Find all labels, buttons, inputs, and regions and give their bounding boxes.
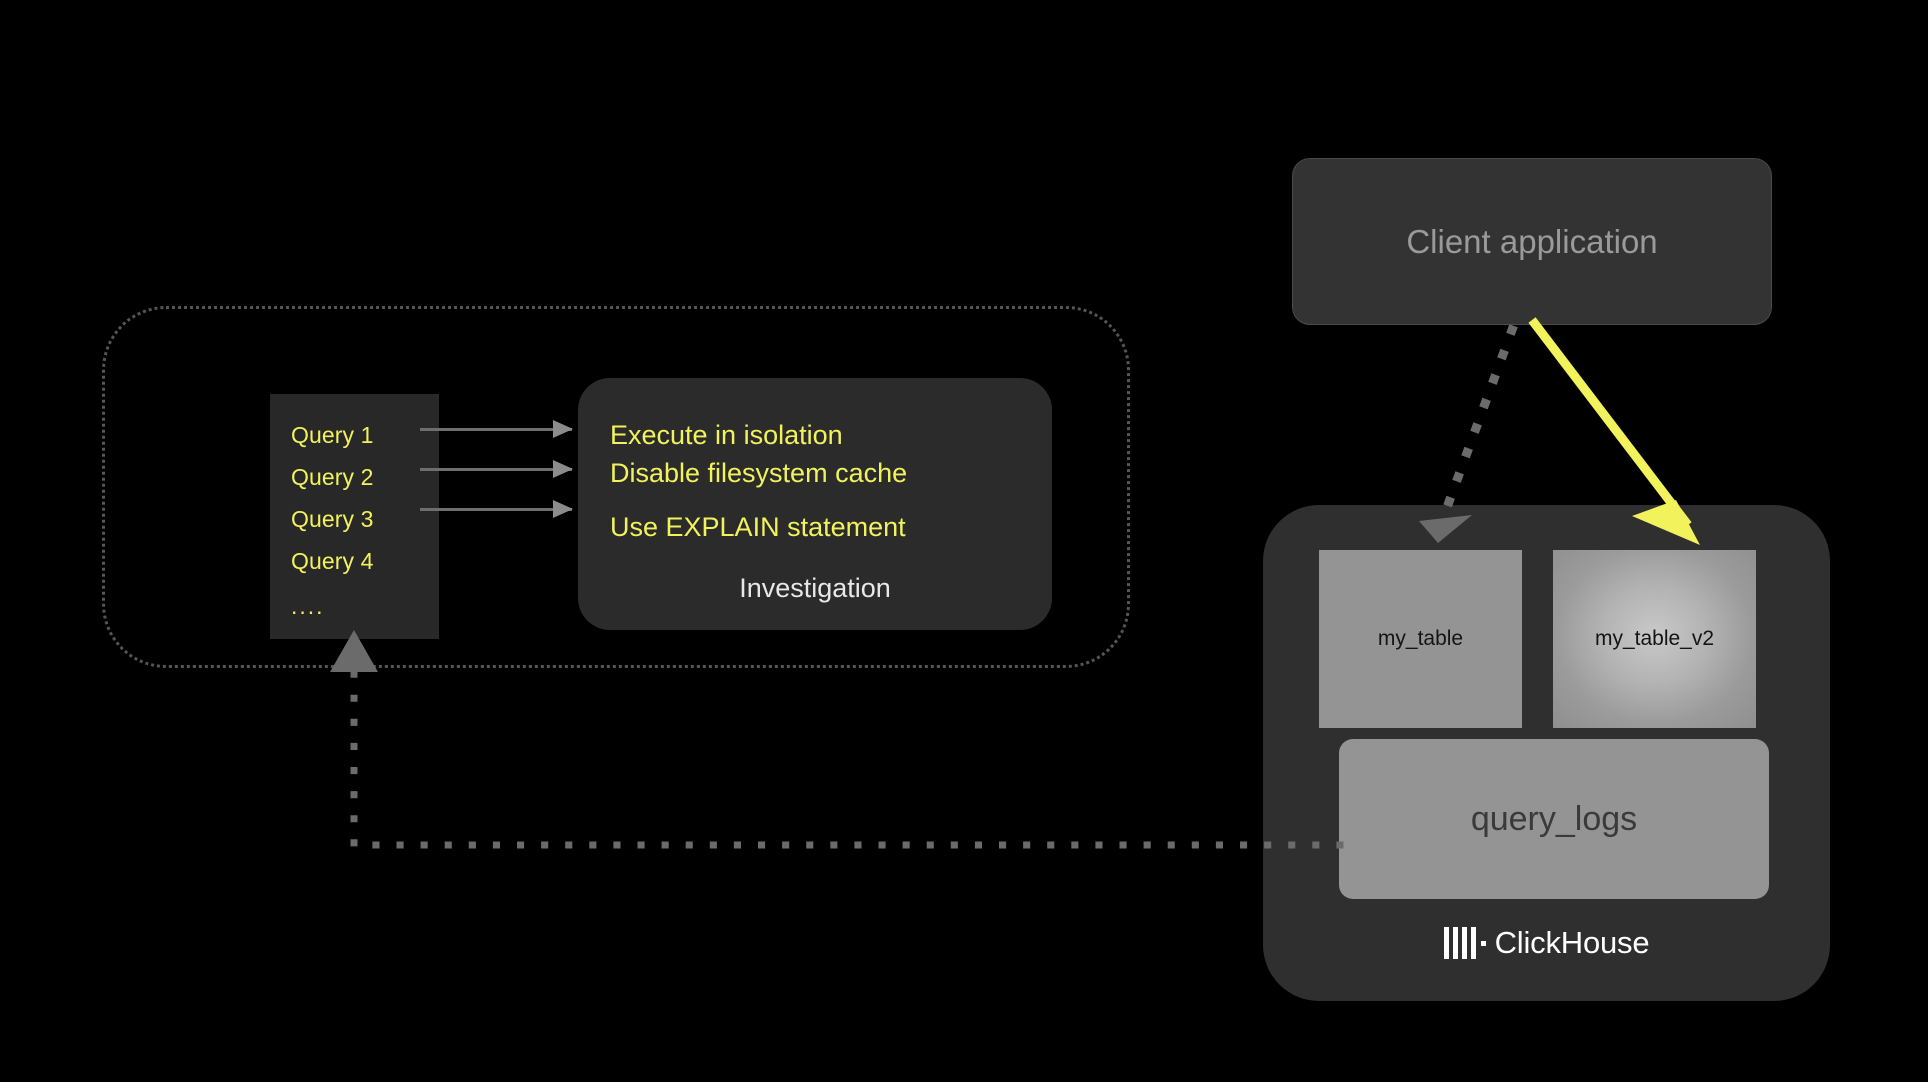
query-list-item[interactable]: Query 2 (291, 464, 374, 490)
query-logs-to-query-list-dotted-path (350, 668, 1344, 849)
query-logs-box: query_logs (1339, 739, 1769, 899)
logo-dot (1480, 941, 1486, 946)
logo-bar (1452, 927, 1458, 959)
investigation-caption: Investigation (739, 573, 891, 603)
client-application-box: Client application (1292, 158, 1772, 325)
clickhouse-logo-text: ClickHouse (1494, 925, 1650, 960)
query-to-investigation-arrow-2 (420, 460, 573, 478)
query-list-item-ellipsis: .... (291, 593, 325, 619)
client-to-my-table-v2-yellow-arrow (1528, 317, 1692, 528)
table-label: my_table_v2 (1594, 627, 1715, 650)
query-list-item[interactable]: Query 3 (291, 506, 374, 532)
query-to-investigation-arrow-3 (420, 500, 573, 518)
clickhouse-container: my_table my_table_v2 query_logs ClickHou… (1263, 505, 1830, 1001)
investigation-step-2: Disable filesystem cache (610, 458, 908, 488)
query-list-item[interactable]: Query 4 (291, 548, 374, 574)
table-label: my_table (1377, 627, 1464, 650)
table-box-my-table: my_table (1319, 550, 1522, 728)
client-application-label: Client application (1406, 222, 1658, 260)
clickhouse-logo-icon (1443, 927, 1486, 959)
logo-bar (1470, 927, 1476, 959)
clickhouse-logo: ClickHouse (1263, 925, 1830, 961)
logo-bar (1461, 927, 1467, 959)
investigation-step-1: Execute in isolation (610, 420, 843, 450)
investigation-region-outline (102, 306, 1130, 668)
query-list-panel: Query 1 Query 2 Query 3 Query 4 .... (270, 394, 439, 639)
logo-bar (1443, 927, 1449, 959)
investigation-box: Execute in isolation Disable filesystem … (578, 378, 1052, 630)
query-list-item[interactable]: Query 1 (291, 422, 374, 448)
table-box-my-table-v2: my_table_v2 (1553, 550, 1756, 728)
investigation-step-3: Use EXPLAIN statement (610, 512, 906, 542)
query-logs-label: query_logs (1470, 799, 1638, 838)
client-to-my-table-dotted-arrow (1436, 324, 1518, 527)
query-to-investigation-arrow-1 (420, 420, 573, 438)
